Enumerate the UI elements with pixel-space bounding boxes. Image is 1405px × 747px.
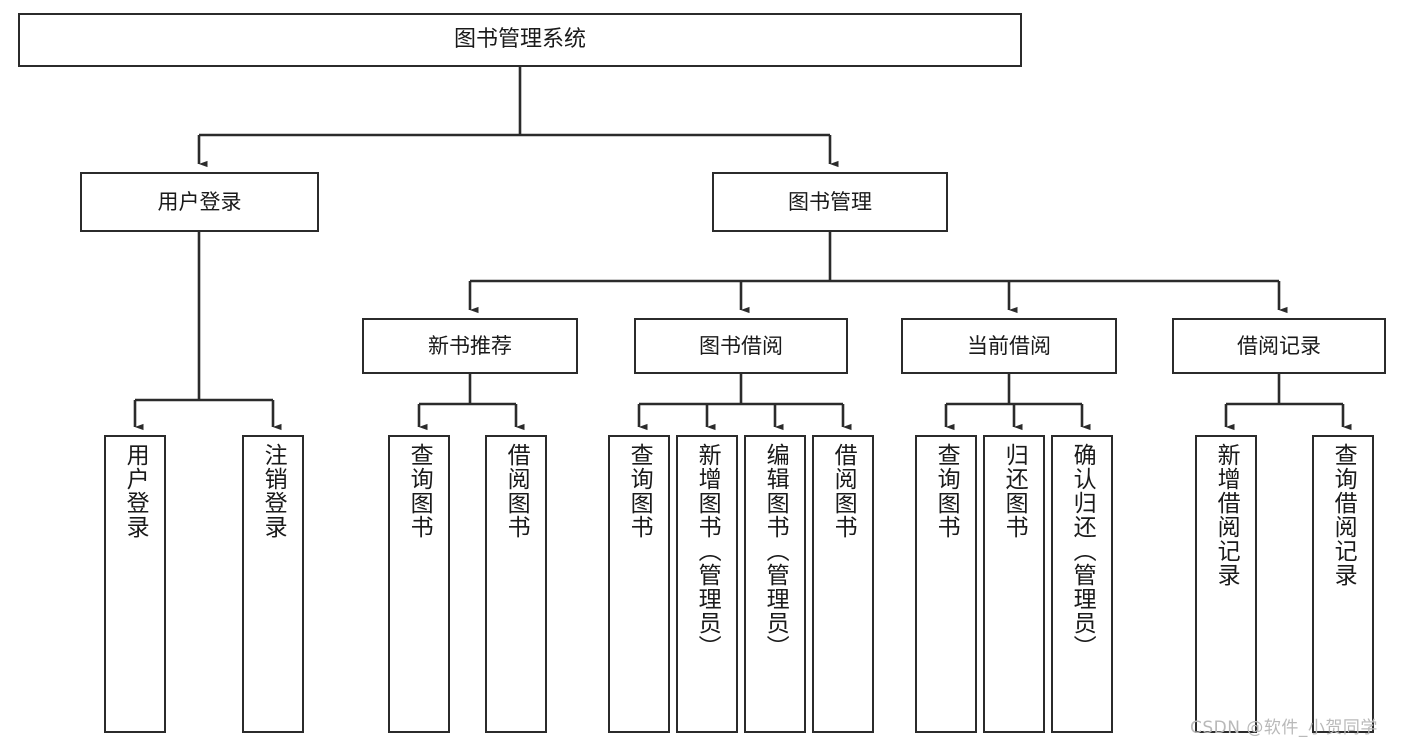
node-leaf-user-login[interactable]: 用户登录 <box>104 435 166 733</box>
node-label: 新增借阅记录 <box>1213 443 1240 587</box>
node-user-login[interactable]: 用户登录 <box>80 172 319 232</box>
node-label: 用户登录 <box>122 443 149 539</box>
node-label: 新增图书（管理员） <box>694 443 721 659</box>
node-label: 用户登录 <box>157 189 242 214</box>
connectors <box>133 67 1352 431</box>
node-label: 编辑图书（管理员） <box>762 443 789 659</box>
node-leaf-borrow-book-1[interactable]: 借阅图书 <box>485 435 547 733</box>
node-leaf-query-book-2[interactable]: 查询图书 <box>608 435 670 733</box>
node-new-book-recommend[interactable]: 新书推荐 <box>362 318 578 374</box>
node-leaf-confirm-return-admin[interactable]: 确认归还（管理员） <box>1051 435 1113 733</box>
node-label: 借阅图书 <box>503 443 530 539</box>
node-label: 借阅记录 <box>1237 333 1321 358</box>
node-leaf-logout-login[interactable]: 注销登录 <box>242 435 304 733</box>
node-leaf-return-book[interactable]: 归还图书 <box>983 435 1045 733</box>
node-leaf-add-borrow-record[interactable]: 新增借阅记录 <box>1195 435 1257 733</box>
node-leaf-query-book-3[interactable]: 查询图书 <box>915 435 977 733</box>
node-label: 图书管理 <box>788 189 872 214</box>
node-leaf-edit-book-admin[interactable]: 编辑图书（管理员） <box>744 435 806 733</box>
node-label: 注销登录 <box>260 443 287 539</box>
node-root-system[interactable]: 图书管理系统 <box>18 13 1022 67</box>
node-leaf-add-book-admin[interactable]: 新增图书（管理员） <box>676 435 738 733</box>
node-borrow-record[interactable]: 借阅记录 <box>1172 318 1386 374</box>
node-label: 查询借阅记录 <box>1330 443 1357 587</box>
node-label: 查询图书 <box>933 443 960 539</box>
node-book-management[interactable]: 图书管理 <box>712 172 948 232</box>
node-label: 借阅图书 <box>830 443 857 539</box>
node-label: 图书管理系统 <box>453 27 586 53</box>
node-label: 当前借阅 <box>967 333 1051 358</box>
node-book-borrow[interactable]: 图书借阅 <box>634 318 848 374</box>
node-label: 新书推荐 <box>428 333 512 358</box>
node-label: 归还图书 <box>1001 443 1028 539</box>
node-current-borrow[interactable]: 当前借阅 <box>901 318 1117 374</box>
node-leaf-borrow-book-2[interactable]: 借阅图书 <box>812 435 874 733</box>
node-label: 图书借阅 <box>699 333 783 358</box>
node-leaf-query-book-1[interactable]: 查询图书 <box>388 435 450 733</box>
node-label: 查询图书 <box>626 443 653 539</box>
node-label: 查询图书 <box>406 443 433 539</box>
node-leaf-query-borrow-record[interactable]: 查询借阅记录 <box>1312 435 1374 733</box>
node-label: 确认归还（管理员） <box>1069 443 1096 659</box>
